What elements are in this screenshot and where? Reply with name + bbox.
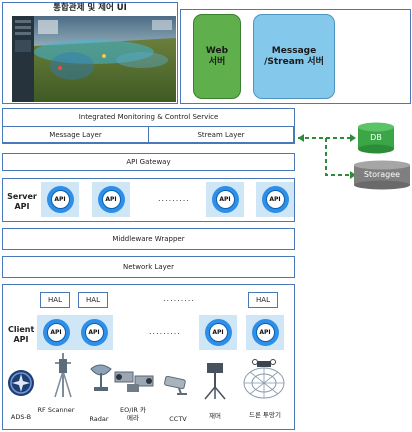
monitoring-screenshot-image xyxy=(12,16,176,102)
storagee-cylinder: Storagee xyxy=(353,160,411,190)
server-api-2-text: API xyxy=(101,190,121,209)
client-api-1-text: API xyxy=(46,323,66,342)
server-api-3: API xyxy=(206,182,244,217)
message-layer-label: Message Layer xyxy=(49,130,102,139)
client-api-2-text: API xyxy=(84,323,104,342)
client-api-3: API xyxy=(199,315,237,350)
stream-layer-label: Stream Layer xyxy=(197,130,245,139)
message-stream-server: Message /Stream 서버 xyxy=(253,14,335,99)
server-api-4-text: API xyxy=(265,190,285,209)
storagee-label: Storagee xyxy=(363,170,401,179)
hal-1-text: HAL xyxy=(48,296,62,304)
db-cylinder: DB xyxy=(357,122,395,154)
cctv-icon xyxy=(164,376,187,395)
storage-connectors xyxy=(298,134,356,179)
client-api-3-text: API xyxy=(208,323,228,342)
network-layer: Network Layer xyxy=(2,256,295,278)
network-label: Network Layer xyxy=(123,263,174,271)
server-api-row: Server API API API ......... API API xyxy=(2,178,295,222)
stream-layer: Stream Layer xyxy=(148,126,294,143)
ui-panel: 통합관제 및 제어 UI xyxy=(2,2,178,104)
client-api-block: Client API HAL HAL ......... HAL API API… xyxy=(2,284,295,430)
radar-icon xyxy=(90,364,112,391)
device-label-rf-scanner: RF Scanner xyxy=(37,406,75,414)
api-gateway: API Gateway xyxy=(2,153,295,171)
rf-scanner-icon xyxy=(54,353,72,398)
hal-2-text: HAL xyxy=(86,296,100,304)
device-label-cctv: CCTV xyxy=(169,415,187,423)
client-api-label: Client API xyxy=(8,325,35,344)
web-server: Web 서버 xyxy=(193,14,241,99)
integrated-title: Integrated Monitoring & Control Service xyxy=(78,113,219,121)
db-icon xyxy=(358,122,394,154)
ads-b-icon xyxy=(8,370,34,396)
db-label: DB xyxy=(370,133,382,142)
server-api-3-text: API xyxy=(215,190,235,209)
hal-3: HAL xyxy=(248,292,278,308)
server-api-1-text: API xyxy=(50,190,70,209)
hal-3-text: HAL xyxy=(256,296,270,304)
hal-1: HAL xyxy=(40,292,70,308)
middleware-wrapper: Middleware Wrapper xyxy=(2,228,295,250)
device-label-ads-b: ADS-B xyxy=(10,413,32,421)
api-gateway-label: API Gateway xyxy=(126,158,171,166)
integrated-service: Integrated Monitoring & Control Service … xyxy=(1,108,295,144)
message-server-label: Message /Stream 서버 xyxy=(264,45,324,67)
hal-ellipsis: ......... xyxy=(163,294,195,303)
client-api-1: API xyxy=(37,315,75,350)
server-api-1: API xyxy=(41,182,79,217)
ui-panel-title: 통합관제 및 제어 UI xyxy=(53,3,127,13)
client-api-ellipsis: ......... xyxy=(149,327,181,336)
server-api-4: API xyxy=(256,182,294,217)
storage-icon xyxy=(354,160,410,190)
middleware-label: Middleware Wrapper xyxy=(112,235,185,243)
device-label-eo-ir: EO/IR 카메라 xyxy=(120,406,146,422)
drone-net-launcher-icon xyxy=(243,359,285,399)
web-server-label: Web 서버 xyxy=(205,45,229,67)
client-api-4: API xyxy=(246,315,284,350)
device-label-drone-net: 드론 투망기 xyxy=(249,411,281,419)
device-label-radar: Radar xyxy=(89,415,109,423)
hal-2: HAL xyxy=(78,292,108,308)
eo-ir-camera-icon xyxy=(114,371,154,392)
jammer-icon xyxy=(204,363,226,400)
client-api-4-text: API xyxy=(255,323,275,342)
server-panel: Web 서버 Message /Stream 서버 xyxy=(180,9,411,104)
server-api-label: Server API xyxy=(7,192,37,211)
device-label-jammer: 재머 xyxy=(209,412,221,420)
server-api-ellipsis: ......... xyxy=(158,194,190,203)
message-layer: Message Layer xyxy=(1,126,150,143)
server-api-2: API xyxy=(92,182,130,217)
client-api-2: API xyxy=(75,315,113,350)
